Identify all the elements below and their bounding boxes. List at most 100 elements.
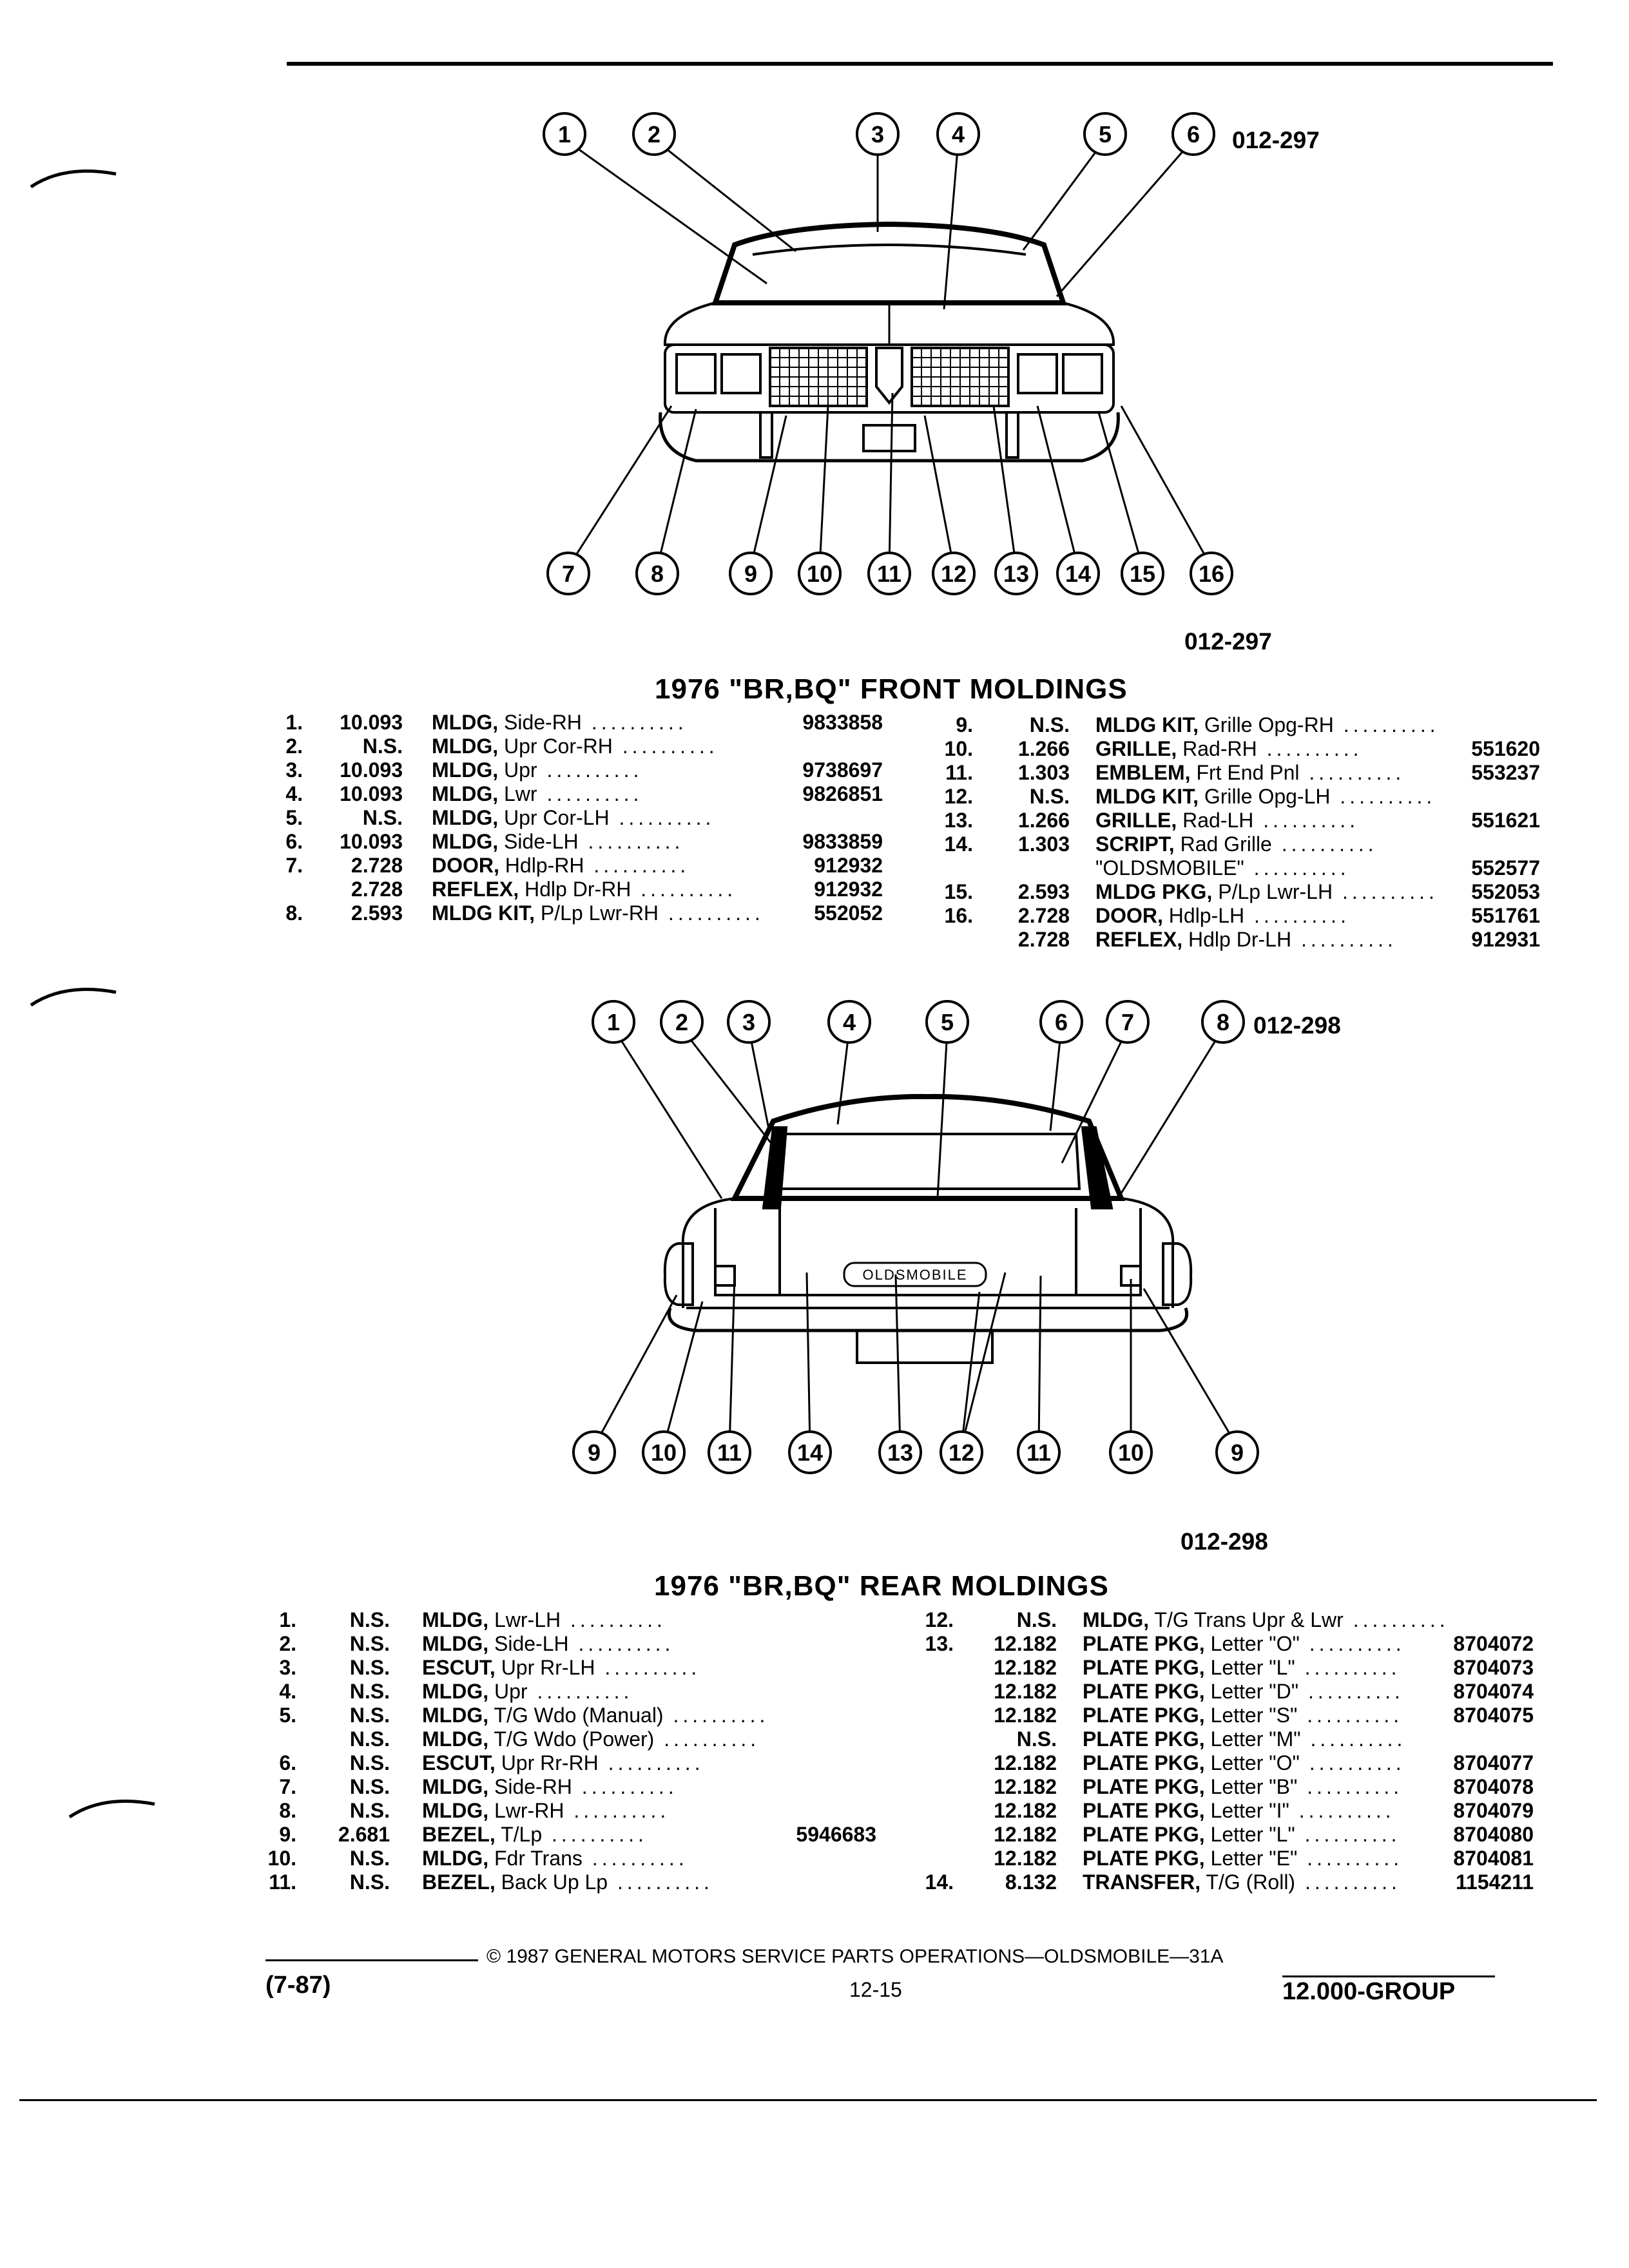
group-number: 10.093	[340, 711, 403, 734]
item-number: 4.	[285, 782, 303, 805]
item-number: 12.	[944, 785, 973, 808]
front-bottom-callout-16: 16	[1190, 552, 1233, 595]
part-name: MLDG,	[432, 830, 499, 853]
part-number: 9738697	[802, 758, 883, 782]
front-top-callout-1: 1	[543, 112, 586, 156]
part-description: BEZEL, T/Lp ..........	[422, 1823, 648, 1847]
part-description: PLATE PKG, Letter "S" ..........	[1083, 1704, 1403, 1727]
svg-text:12: 12	[949, 1439, 974, 1466]
group-number: N.S.	[362, 806, 403, 829]
leader-dots: ..........	[1299, 1751, 1405, 1774]
group-number: N.S.	[349, 1870, 390, 1894]
part-description: MLDG PKG, P/Lp Lwr-LH ..........	[1095, 880, 1438, 904]
part-detail: Grille Opg-RH	[1198, 713, 1334, 736]
leader-dots: ..........	[582, 1847, 688, 1870]
item-number: 14.	[925, 1870, 954, 1894]
part-name: MLDG,	[422, 1799, 489, 1822]
front-top-callout-2: 2	[632, 112, 676, 156]
bottom-rule	[19, 2099, 1597, 2101]
leader-dots: ..........	[527, 1680, 633, 1703]
part-description: TRANSFER, T/G (Roll) ..........	[1083, 1870, 1401, 1894]
rear-top-callout-5: 5	[925, 1000, 969, 1044]
group-number: 2.728	[351, 854, 403, 877]
part-detail: Upr Cor-LH	[498, 806, 610, 829]
part-detail: Upr	[498, 758, 537, 782]
part-number: 8704078	[1453, 1775, 1534, 1798]
leader-dots: ..........	[654, 1727, 760, 1751]
part-description: PLATE PKG, Letter "L" ..........	[1083, 1656, 1401, 1680]
part-description: MLDG KIT, Grille Opg-RH ..........	[1095, 713, 1440, 737]
part-description: MLDG, Upr ..........	[432, 758, 642, 782]
part-number: 552577	[1471, 856, 1540, 879]
page-number: 12-15	[849, 1978, 902, 2001]
front-top-callout-3: 3	[856, 112, 900, 156]
part-name: MLDG,	[422, 1632, 489, 1655]
item-number: 5.	[279, 1704, 296, 1727]
part-detail: Fdr Trans	[488, 1847, 583, 1870]
part-detail: Letter "E"	[1204, 1847, 1298, 1870]
leader-dots: ..........	[537, 782, 643, 805]
part-detail: Lwr-RH	[488, 1799, 564, 1822]
leader-dots: ..........	[1299, 761, 1405, 784]
part-detail: Letter "M"	[1204, 1727, 1301, 1751]
part-number: 912932	[814, 854, 883, 877]
copyright-line: © 1987 GENERAL MOTORS SERVICE PARTS OPER…	[487, 1946, 1224, 1967]
part-row: 7.N.S.MLDG, Side-RH ..........	[258, 1775, 876, 1799]
group-number: N.S.	[349, 1608, 390, 1631]
leader-dots: ..........	[572, 1775, 678, 1798]
part-name: ESCUT,	[422, 1751, 496, 1774]
item-number: 13.	[944, 809, 973, 832]
part-detail: Side-RH	[488, 1775, 572, 1798]
rear-figure-code: 012-298	[1253, 1012, 1341, 1039]
front-figure-code: 012-297	[1232, 127, 1320, 153]
part-name: BEZEL,	[422, 1823, 496, 1846]
part-name: MLDG,	[432, 735, 499, 758]
part-description: MLDG, Upr ..........	[422, 1680, 633, 1704]
group-number: N.S.	[349, 1632, 390, 1655]
rear-bottom-callout-11: 11	[708, 1430, 751, 1474]
part-number: 8704074	[1453, 1680, 1534, 1703]
svg-text:11: 11	[1027, 1439, 1051, 1466]
part-number: 1154211	[1455, 1870, 1534, 1894]
part-description: MLDG, Side-LH ..........	[432, 830, 684, 854]
part-name: REFLEX,	[432, 878, 519, 901]
part-detail: Hdlp Dr-RH	[519, 878, 631, 901]
part-detail: T/G Wdo (Manual)	[488, 1704, 664, 1727]
part-number: 551761	[1471, 904, 1540, 927]
part-number: 551621	[1471, 809, 1540, 832]
group-number: 12.182	[994, 1656, 1057, 1679]
item-number: 11.	[269, 1870, 296, 1894]
leader-dots: ..........	[581, 711, 688, 734]
leader-dots: ..........	[568, 1632, 675, 1655]
leader-dots: ..........	[1333, 713, 1440, 736]
part-detail: Letter "S"	[1204, 1704, 1298, 1727]
leader-dots: ..........	[1297, 1704, 1403, 1727]
leader-dots: ..........	[1289, 1799, 1395, 1822]
part-name: MLDG,	[432, 806, 499, 829]
part-row: 2.N.S.MLDG, Upr Cor-RH ..........	[277, 735, 883, 758]
part-number: 5946683	[796, 1823, 876, 1846]
rear-top-callout-2: 2	[660, 1000, 704, 1044]
part-detail: Upr Rr-LH	[495, 1656, 595, 1679]
leader-dots: ..........	[578, 830, 684, 853]
leader-dots: ..........	[1257, 737, 1363, 760]
item-number: 3.	[285, 758, 303, 782]
leader-dots: ..........	[584, 854, 690, 877]
svg-text:13: 13	[1003, 561, 1029, 587]
part-detail: Rad Grille	[1174, 832, 1272, 856]
group-number: 12.182	[994, 1751, 1057, 1774]
part-name: PLATE PKG,	[1083, 1847, 1205, 1870]
group-number: N.S.	[1016, 1608, 1057, 1631]
rear-title: 1976 "BR,BQ" REAR MOLDINGS	[654, 1570, 1109, 1602]
leader-dots: ..........	[537, 758, 643, 782]
part-name: PLATE PKG,	[1083, 1656, 1205, 1679]
item-number: 13.	[925, 1632, 954, 1655]
